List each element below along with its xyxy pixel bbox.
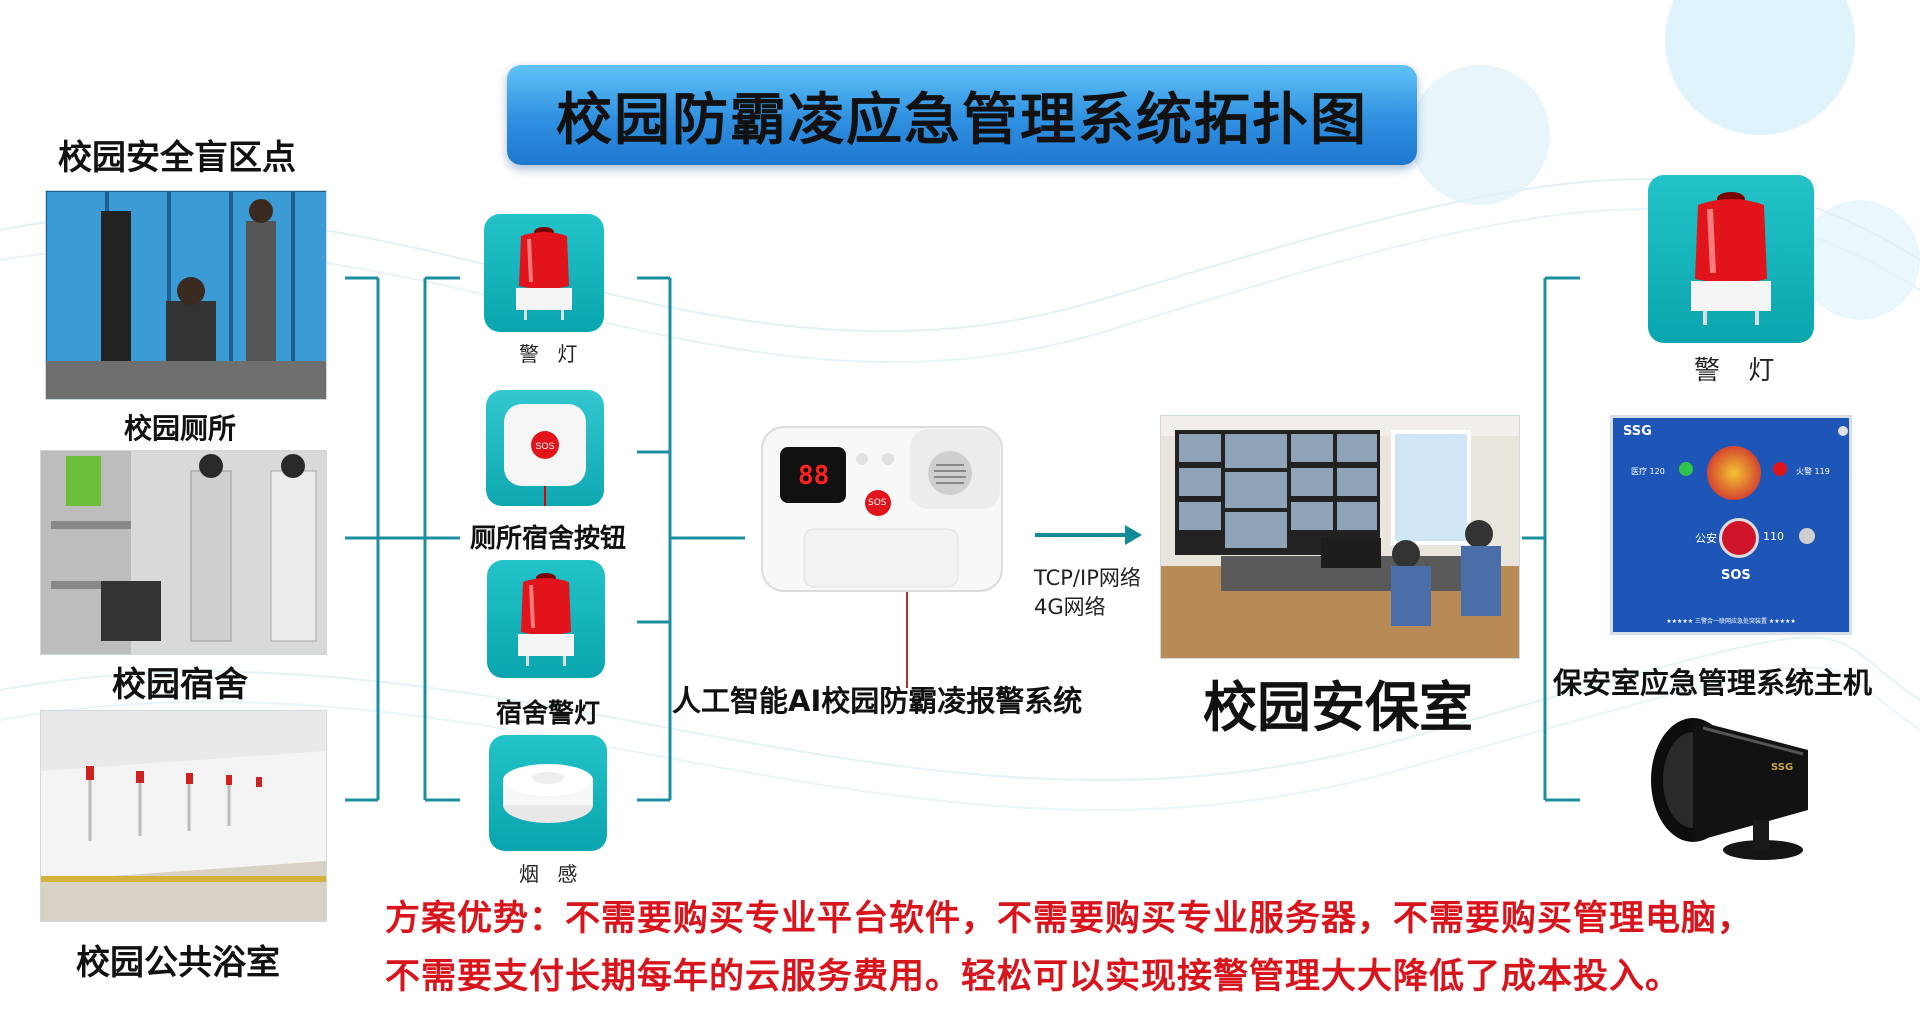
host-medical-label: 医疗 120 <box>1631 467 1665 476</box>
alarm-display: 88 <box>798 461 830 491</box>
dorm-label: 校园宿舍 <box>112 665 248 705</box>
alarm-sos-label: SOS <box>868 498 887 508</box>
host-fire-label: 火警 119 <box>1796 467 1830 476</box>
toilet-photo <box>45 190 327 400</box>
sos-button-icon: SOS <box>504 404 586 506</box>
ai-alarm-system-label: 人工智能AI校园防霸凌报警系统 <box>672 684 1083 718</box>
siren-speaker: SSG <box>1643 710 1823 865</box>
blind-spot-heading: 校园安全盲区点 <box>58 138 296 178</box>
host-police-number: 110 <box>1763 530 1784 543</box>
police-110-button[interactable] <box>1719 518 1759 558</box>
key-lock-icon <box>1799 528 1815 544</box>
host-police-label: 公安 <box>1695 532 1717 545</box>
siren-speaker-icon <box>1651 718 1808 860</box>
bathroom-photo <box>40 710 327 922</box>
host-brand: SSG <box>1623 424 1652 439</box>
device-sos-button: SOS <box>486 390 604 506</box>
fire-button[interactable] <box>1773 462 1787 476</box>
host-screw <box>1838 426 1848 436</box>
medical-button[interactable] <box>1679 462 1693 476</box>
dorm-photo <box>40 450 327 655</box>
host-footer: ★★★★★ 三警合一联网应急处突装置 ★★★★★ <box>1666 618 1796 625</box>
smoke-detector-icon <box>503 764 593 823</box>
advantage-line-1: 方案优势：不需要购买专业平台软件，不需要购买专业服务器，不需要购买管理电脑， <box>385 899 1754 939</box>
warning-light-icon <box>518 573 574 666</box>
right-warning-light <box>1648 175 1814 343</box>
network-tcpip: TCP/IP网络 <box>1034 566 1141 590</box>
police-emblem-icon <box>1707 446 1761 500</box>
warning-light-icon <box>516 227 572 320</box>
right-warning-light-label: 警 灯 <box>1694 356 1785 386</box>
network-4g: 4G网络 <box>1034 595 1106 619</box>
toilet-label: 校园厕所 <box>124 412 237 445</box>
device-label-dorm-warning-light: 宿舍警灯 <box>496 699 601 729</box>
security-room-photo <box>1160 415 1520 659</box>
ai-alarm-unit: 88 SOS <box>760 425 1004 593</box>
title-banner: 校园防霸凌应急管理系统拓扑图 <box>507 65 1417 165</box>
svg-text:SOS: SOS <box>535 441 554 451</box>
device-dorm-warning-light <box>487 560 605 678</box>
security-room-label: 校园安保室 <box>1203 676 1473 739</box>
device-label-warning-light: 警 灯 <box>519 342 584 366</box>
siren-brand: SSG <box>1771 762 1794 773</box>
host-sos-label: SOS <box>1721 568 1751 583</box>
device-smoke-detector <box>489 735 607 851</box>
emergency-host-panel: SSG 医疗 120 火警 119 公安 110 SOS ★★★★★ 三警合一联… <box>1610 415 1852 635</box>
device-label-sos-button: 厕所宿舍按钮 <box>470 524 627 554</box>
warning-light-icon <box>1691 192 1771 325</box>
bathroom-label: 校园公共浴室 <box>76 943 280 983</box>
device-warning-light <box>484 214 604 332</box>
advantage-line-2: 不需要支付长期每年的云服务费用。轻松可以实现接警管理大大降低了成本投入。 <box>385 957 1682 997</box>
host-label: 保安室应急管理系统主机 <box>1553 666 1873 700</box>
page-title: 校园防霸凌应急管理系统拓扑图 <box>556 87 1368 153</box>
device-label-smoke: 烟 感 <box>519 862 584 886</box>
